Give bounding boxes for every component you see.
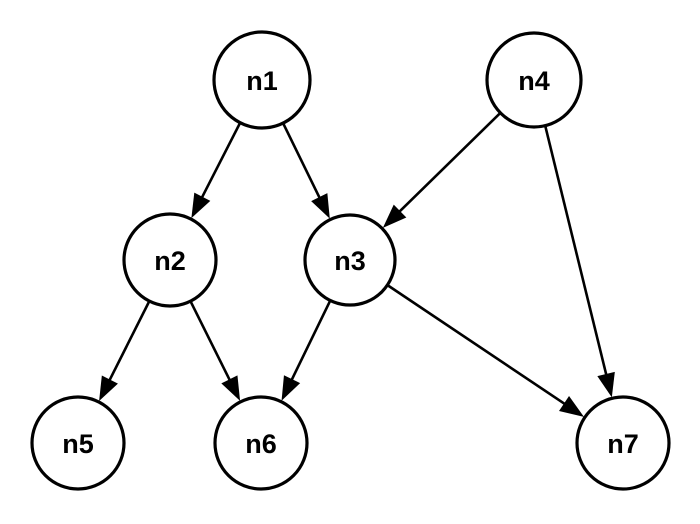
edge-n4-to-n3[interactable] (382, 112, 501, 228)
edge-line (290, 300, 332, 382)
node-circle[interactable] (575, 395, 671, 491)
arrowhead-icon (559, 395, 584, 417)
edge-n2-to-n5[interactable] (99, 301, 151, 402)
arrowhead-icon (311, 193, 330, 219)
edge-n2-to-n6[interactable] (189, 301, 241, 401)
edge-line (397, 112, 501, 214)
node-circle[interactable] (212, 30, 312, 130)
node-circle[interactable] (213, 395, 309, 491)
node-n6[interactable]: n6 (213, 395, 309, 491)
edge-line (387, 284, 567, 406)
node-n3[interactable]: n3 (303, 213, 397, 307)
edge-line (200, 123, 241, 200)
edge-n4-to-n7[interactable] (544, 126, 615, 398)
edges-layer (99, 112, 615, 417)
edge-n3-to-n7[interactable] (387, 284, 584, 417)
edge-line (107, 301, 151, 382)
edge-line (282, 123, 322, 200)
nodes-layer: n1 n2 n3 n4 n5 n6 n7 (30, 30, 671, 491)
edge-line (189, 301, 232, 382)
node-n7[interactable]: n7 (575, 395, 671, 491)
arrowhead-icon (191, 192, 211, 219)
node-circle[interactable] (30, 395, 126, 491)
node-n2[interactable]: n2 (122, 212, 218, 308)
node-circle[interactable] (485, 31, 583, 129)
edge-line (544, 126, 608, 377)
arrowhead-icon (281, 375, 301, 401)
arrowhead-icon (99, 375, 118, 402)
edge-n3-to-n6[interactable] (281, 300, 332, 401)
edge-n1-to-n2[interactable] (191, 123, 241, 219)
node-n1[interactable]: n1 (212, 30, 312, 130)
arrowhead-icon (382, 204, 407, 228)
node-n5[interactable]: n5 (30, 395, 126, 491)
node-circle[interactable] (122, 212, 218, 308)
node-circle[interactable] (303, 213, 397, 307)
edge-n1-to-n3[interactable] (282, 123, 330, 219)
arrowhead-icon (221, 375, 241, 401)
arrowhead-icon (597, 371, 615, 398)
node-n4[interactable]: n4 (485, 31, 583, 129)
